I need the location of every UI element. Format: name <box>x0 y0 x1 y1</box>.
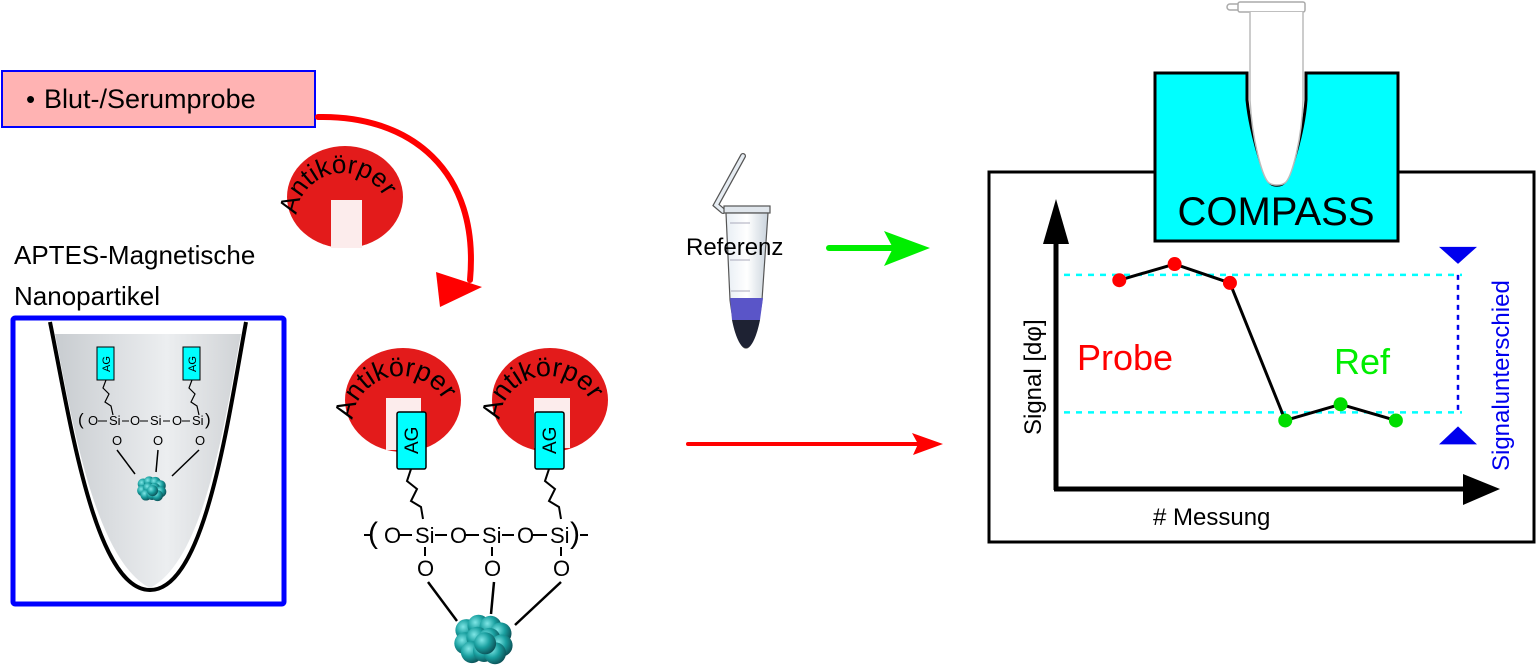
data-point-ref <box>1388 413 1403 428</box>
small-conjugate: AG AG ( O Si O Si O Si ) <box>78 346 211 502</box>
antigen-label: AG <box>402 427 423 454</box>
antigen-label: AG <box>540 427 561 454</box>
curved-arrow-head <box>436 272 482 307</box>
nanoparticle-panel: AG AG ( O Si O Si O Si ) <box>10 315 287 607</box>
atom-si: Si <box>150 413 162 428</box>
sample-tube-icon <box>1226 1 1306 186</box>
antibody-bound-left: Antikörper <box>329 348 463 452</box>
curved-red-arrow <box>315 113 482 307</box>
atom-o: O <box>112 433 122 448</box>
linker <box>405 468 424 520</box>
silane-chain-large: ( O Si O Si O Si ) O O O <box>364 517 588 626</box>
atom-si: Si <box>550 523 570 548</box>
atom-o: O <box>484 556 501 581</box>
probe-annotation: Probe <box>1077 337 1173 378</box>
antigen-tag: AG <box>396 411 427 470</box>
antigen-label: AG <box>101 356 113 372</box>
magnetic-nanoparticle-icon <box>137 476 167 502</box>
svg-text:(: ( <box>368 517 378 550</box>
antibody-binding-site <box>331 200 362 248</box>
red-arrow-head <box>912 433 943 455</box>
curved-arrow-shaft <box>315 113 474 283</box>
red-arrow <box>686 433 943 455</box>
nanoparticle-title-line1: APTES-Magnetische <box>14 240 255 270</box>
antigen-tag: AG <box>534 411 565 470</box>
atom-si: Si <box>415 523 435 548</box>
reference-tube-icon <box>712 153 771 349</box>
data-point-probe <box>1222 275 1237 290</box>
atom-o: O <box>195 433 205 448</box>
antigen-label: AG <box>187 356 199 372</box>
svg-text:): ) <box>570 517 580 550</box>
ref-annotation: Ref <box>1334 341 1391 382</box>
data-point-ref <box>1278 413 1293 428</box>
silane-chain-small: ( O Si O Si O Si ) O O O <box>78 410 211 477</box>
green-arrow-head <box>884 231 930 266</box>
antibody-free: Antikörper <box>273 146 404 248</box>
linker <box>102 379 114 416</box>
data-point-ref <box>1333 397 1348 412</box>
atom-si: Si <box>482 523 502 548</box>
linker <box>543 468 562 520</box>
compass-device: COMPASS <box>1153 1 1400 243</box>
triangle-down-icon <box>1439 246 1477 264</box>
atom-o: O <box>417 556 434 581</box>
sample-box-frame <box>1 70 316 128</box>
magnetic-nanoparticle-icon <box>454 614 513 665</box>
y-axis-arrowhead <box>1043 199 1069 244</box>
nanoparticle-sphere <box>474 632 497 655</box>
beaker-outline <box>48 321 248 593</box>
atom-o: O <box>130 413 140 428</box>
green-arrow <box>826 231 930 266</box>
y-axis-label: Signal [dφ] <box>1020 319 1047 435</box>
series-points <box>1112 257 1403 428</box>
svg-text:): ) <box>205 410 211 429</box>
atom-o: O <box>517 523 534 548</box>
signal-difference-label: Signalunterschied <box>1488 280 1515 471</box>
compass-label: COMPASS <box>1177 190 1374 234</box>
linker <box>188 379 200 416</box>
sample-label: Blut-/Serumprobe <box>44 84 256 114</box>
atom-o: O <box>88 413 98 428</box>
data-point-probe <box>1167 257 1182 272</box>
atom-o: O <box>153 433 163 448</box>
beaker-liquid <box>55 334 241 588</box>
signal-chart: Signal [dφ] # Messung Probe Ref Signalun… <box>1020 199 1515 531</box>
triangle-up-icon <box>1439 426 1477 445</box>
signal-difference-marker <box>1439 246 1477 445</box>
sample-box: • Blut-/Serumprobe <box>1 70 316 128</box>
signal-line <box>1118 262 1397 423</box>
atom-o: O <box>450 523 467 548</box>
atom-o: O <box>384 523 401 548</box>
atom-si: Si <box>109 413 121 428</box>
atom-o: O <box>553 556 570 581</box>
svg-text:(: ( <box>78 410 84 429</box>
antigen-tag: AG <box>182 346 201 381</box>
bullet-icon: • <box>26 84 35 114</box>
nanoparticle-sphere <box>147 485 159 497</box>
series-line <box>1118 262 1397 423</box>
antibody-body <box>287 146 403 248</box>
nanoparticle-title-line2: Nanopartikel <box>14 281 160 311</box>
data-point-probe <box>1112 273 1127 288</box>
atom-si: Si <box>192 413 204 428</box>
reference-label: Referenz <box>686 234 783 261</box>
antigen-tag: AG <box>96 346 115 381</box>
atom-o: O <box>172 413 182 428</box>
x-axis-arrowhead <box>1463 474 1500 505</box>
x-axis-label: # Messung <box>1153 504 1270 531</box>
